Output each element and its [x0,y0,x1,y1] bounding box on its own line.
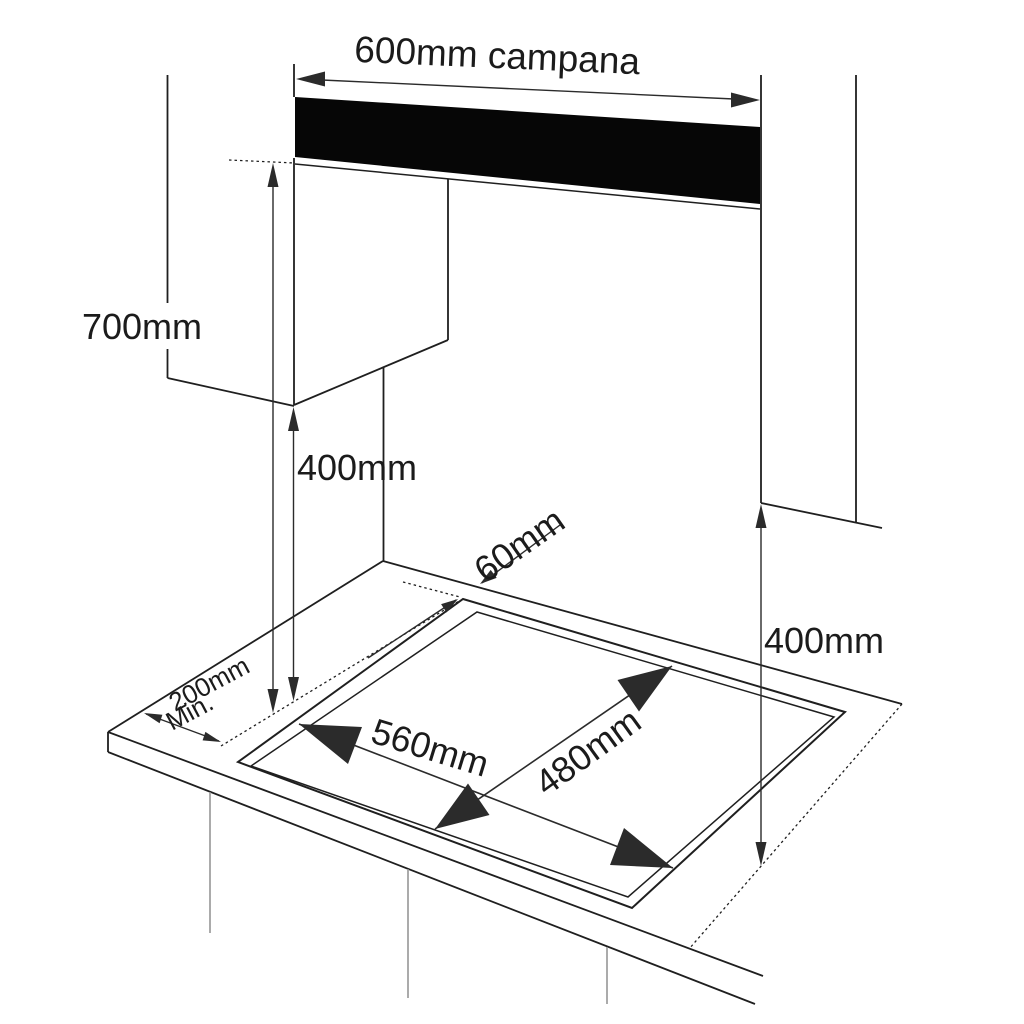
left-cabinet-bottom-right [293,339,449,406]
counter-back-edge [382,560,903,705]
arrowhead-down-icon [288,677,299,701]
arrowhead-down-icon [755,842,767,866]
cutout-inner-outline [249,611,836,898]
hood-width-label: 600mm campana [354,29,642,82]
arrowhead-icon [441,599,458,613]
arrowhead-right-icon [731,92,760,108]
back-clearance-dimension-line-a [481,524,561,584]
big-arrowhead-icon [435,783,490,829]
cutout-width-dimension-line [298,723,674,869]
right-column-bottom-edge [760,502,883,529]
arrowhead-icon [144,713,163,724]
dimensions [144,71,767,869]
arrowhead-up-icon [755,504,767,528]
hood-band-group [228,97,761,210]
arrowhead-icon [202,731,221,742]
cutout-width-label: 560mm [367,710,494,784]
arrowhead-down-icon [267,689,279,713]
cutout-depth-label: 480mm [527,700,648,804]
arrowhead-up-icon [267,163,279,187]
arrowhead-icon [480,569,497,584]
arrowhead-up-icon [288,407,299,431]
hood-width-dimension-line [321,79,735,100]
countertop-group [107,560,903,1005]
counter-right-edge-dotted [688,703,903,950]
structure-lines [166,64,883,561]
back-clearance-label: 60mm [466,499,571,590]
left-cabinet-bottom-front [167,377,295,407]
counter-left-edge [107,560,384,733]
big-arrowhead-icon [299,724,362,764]
big-arrowhead-icon [610,828,673,868]
hob-side-reference-dotted [220,600,460,747]
counter-front-bottom-edge [107,751,756,1005]
back-clearance-dimension-line-b [367,599,457,659]
cutout-outer-outline [235,597,847,910]
cutout-back-extension-dotted [402,581,461,598]
hood-band [295,97,760,204]
right-clearance-label: 400mm [764,620,884,661]
arrowhead-left-icon [296,71,325,87]
hood-bottom-reference-dotted [228,159,295,164]
hood-height-label: 700mm [82,306,202,347]
cabinet-legs [209,792,608,1004]
hood-band-underline [294,163,761,210]
counter-front-top-edge [107,731,764,977]
big-arrowhead-icon [617,666,672,712]
cutout-group [220,581,847,910]
cabinet-clearance-label: 400mm [297,447,417,488]
